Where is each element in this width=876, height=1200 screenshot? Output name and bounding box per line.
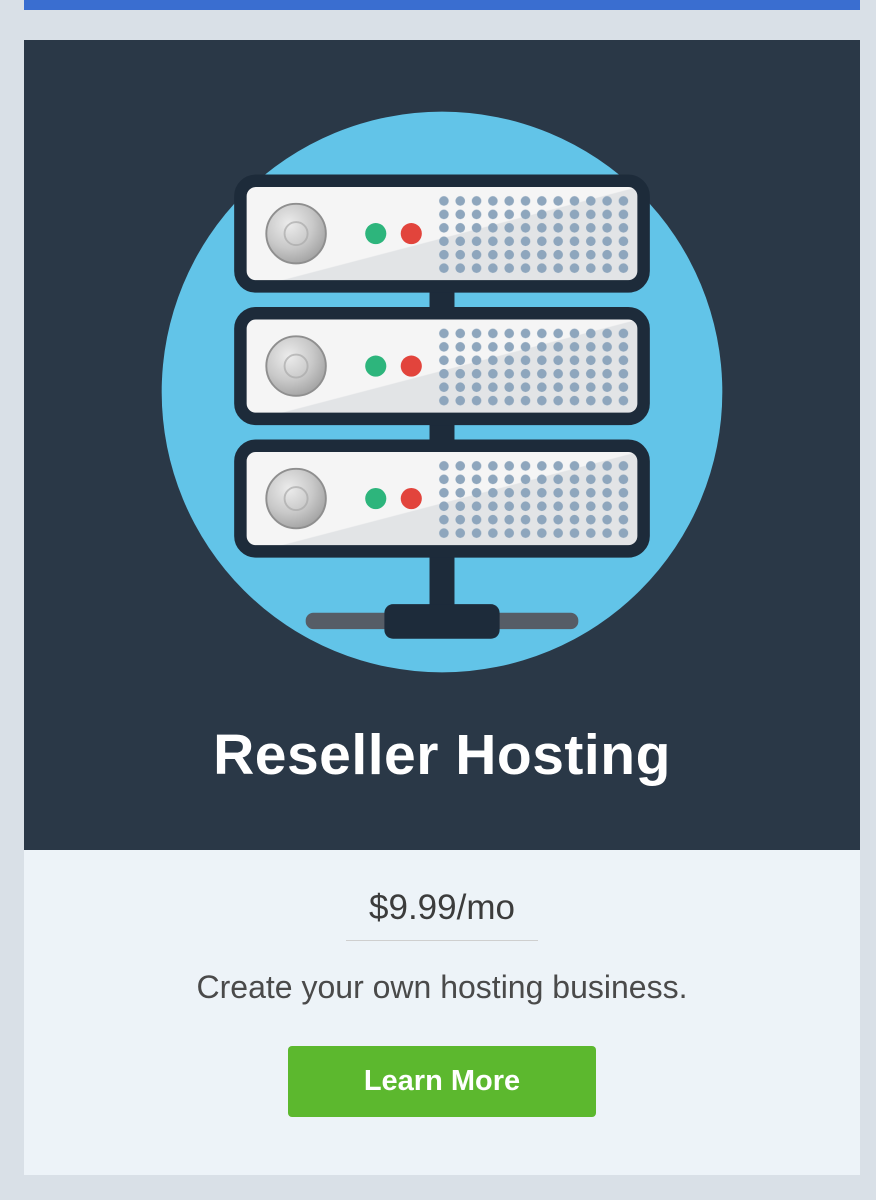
top-accent-bar (24, 0, 860, 10)
product-card: Reseller Hosting $9.99/mo Create your ow… (24, 40, 860, 1175)
card-header: Reseller Hosting (24, 40, 860, 850)
server-stack-icon (161, 111, 723, 673)
card-body: $9.99/mo Create your own hosting busines… (24, 850, 860, 1175)
icon-container (24, 104, 860, 680)
learn-more-button[interactable]: Learn More (287, 1046, 597, 1117)
card-title: Reseller Hosting (213, 723, 671, 787)
description-text: Create your own hosting business. (196, 969, 688, 1005)
price-divider (346, 940, 538, 941)
price-text: $9.99/mo (369, 888, 515, 927)
